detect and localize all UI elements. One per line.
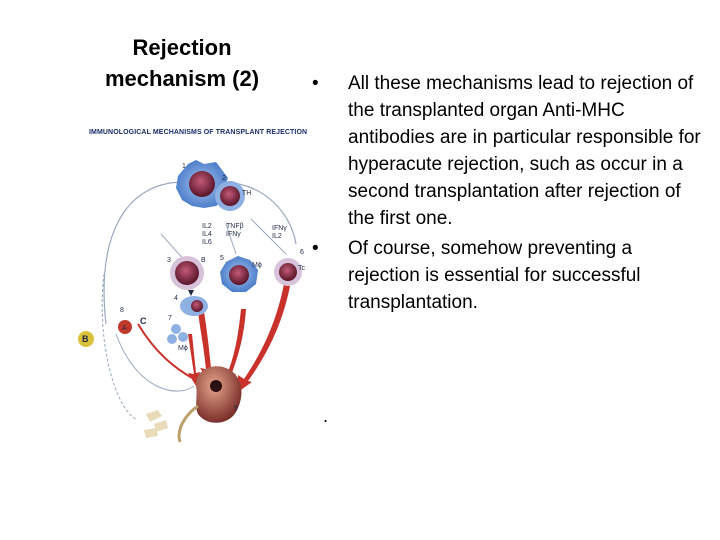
label-2: 2	[222, 175, 226, 182]
bullet-list: • All these mechanisms lead to rejection…	[312, 70, 707, 319]
label-8: 8	[120, 307, 124, 314]
label-il6: IL6	[202, 239, 212, 246]
pathway-arc-left	[103, 181, 182, 325]
pathway-white-left	[113, 333, 196, 394]
label-il2-b: IL2	[272, 233, 282, 240]
label-tnf: TNFβ	[226, 223, 244, 230]
b-cell	[170, 256, 204, 290]
label-b: B	[201, 257, 206, 264]
label-1: 1	[182, 163, 186, 170]
pathway-line-3	[250, 218, 287, 255]
circle-b	[78, 331, 94, 347]
red-arrow-5	[137, 323, 195, 380]
transplanted-organ	[177, 366, 242, 443]
red-arrow-3	[238, 284, 290, 392]
label-il2: IL2	[202, 223, 212, 230]
circle-a-label: A	[122, 325, 127, 332]
pathway-line-2	[225, 223, 237, 255]
red-arrow-2	[222, 309, 246, 386]
label-6: 6	[300, 249, 304, 256]
small-cell-2	[178, 332, 188, 342]
slide-title: Rejection mechanism (2)	[64, 32, 300, 94]
label-tc: Tc	[298, 265, 306, 272]
label-3: 3	[167, 257, 171, 264]
red-arrow-4	[188, 334, 200, 386]
trailing-period: .	[323, 406, 329, 426]
small-cell-1	[171, 324, 181, 334]
label-ifn-2: IFNγ	[272, 225, 287, 232]
circle-b-label: B	[82, 334, 89, 344]
plasma-cell	[180, 296, 208, 316]
label-5: 5	[220, 255, 224, 262]
circle-a	[118, 320, 132, 334]
label-7: 7	[168, 315, 172, 322]
bullet-symbol-1: •	[312, 73, 319, 94]
label-ifn: IFNγ	[226, 231, 241, 238]
label-9: 9	[234, 405, 238, 412]
bullet-item-1: • All these mechanisms lead to rejection…	[312, 70, 707, 232]
cytotoxic-t-cell	[274, 258, 302, 286]
label-c: C	[140, 316, 147, 326]
red-arrow-1	[198, 312, 216, 382]
label-4: 4	[174, 295, 178, 302]
bullet-text-1: All these mechanisms lead to rejection o…	[348, 73, 701, 229]
arrow-3-to-4	[188, 290, 194, 296]
title-line-2: mechanism (2)	[104, 66, 260, 91]
pathway-left-outline	[115, 333, 195, 392]
pathway-dashed	[101, 273, 137, 420]
label-th: TH	[242, 190, 251, 197]
diagram-caption: IMMUNOLOGICAL MECHANISMS OF TRANSPLANT R…	[89, 129, 308, 136]
label-mphi: Mϕ	[252, 262, 262, 269]
diagram-artwork: A B 1 2 TH 3 B 5 Mϕ 6 Tc 4 8 C 7 Mϕ 9 IL…	[78, 160, 306, 443]
small-cell-3	[167, 334, 177, 344]
t-cell-2	[215, 181, 245, 211]
macrophage	[220, 256, 258, 292]
label-mphi-2: Mϕ	[178, 345, 188, 352]
complement-fragments	[144, 410, 168, 438]
rejection-mechanisms-diagram: IMMUNOLOGICAL MECHANISMS OF TRANSPLANT R…	[76, 124, 308, 464]
bullet-symbol-2: •	[312, 238, 319, 259]
bullet-item-2: • Of course, somehow preventing a reject…	[312, 235, 707, 316]
title-line-1: Rejection	[132, 35, 232, 60]
label-il4: IL4	[202, 231, 212, 238]
bullet-text-2: Of course, somehow preventing a rejectio…	[348, 238, 641, 313]
